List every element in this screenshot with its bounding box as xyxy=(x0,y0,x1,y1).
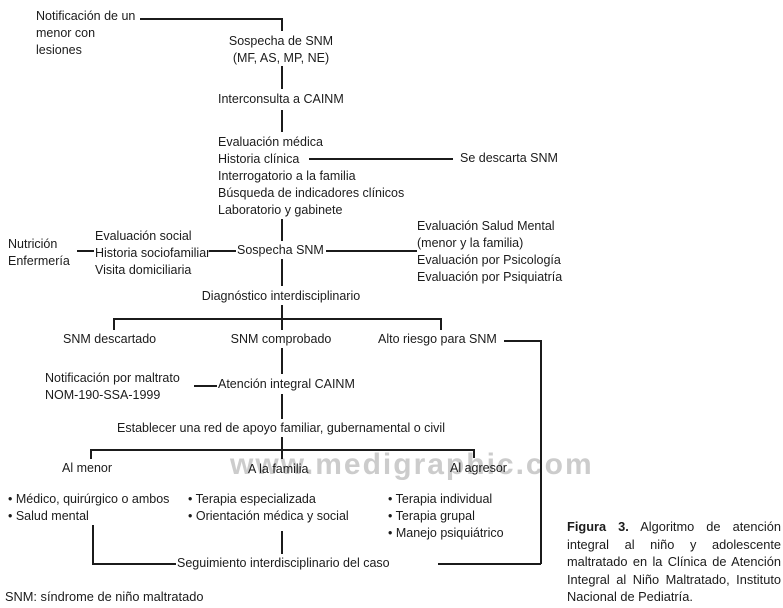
bullet-item: • Orientación médica y social xyxy=(188,509,349,523)
bullet-list-menor: • Médico, quirúrgico o ambos • Salud ment… xyxy=(8,491,169,525)
node-diagnostico-interdisciplinario: Diagnóstico interdisciplinario xyxy=(201,289,361,303)
node-a-la-familia: A la familia xyxy=(248,462,309,476)
connector-line xyxy=(540,340,542,564)
connector-line xyxy=(113,318,115,330)
bullet-item: • Terapia especializada xyxy=(188,492,316,506)
node-text-line: (menor y la familia) xyxy=(417,236,524,250)
node-evaluacion-salud-mental: Evaluación Salud Mental (menor y la famil… xyxy=(417,218,562,286)
connector-line xyxy=(92,525,94,564)
node-text-line: Evaluación médica xyxy=(218,135,323,149)
node-text-line: Evaluación por Psiquiatría xyxy=(417,270,563,284)
figure-caption: Figura 3. Algoritmo de atención integral… xyxy=(567,518,781,606)
node-text-line: Interrogatorio a la familia xyxy=(218,169,356,183)
connector-line xyxy=(92,563,176,565)
node-atencion-integral-cainm: Atención integral CAINM xyxy=(218,377,355,391)
connector-line xyxy=(326,250,417,252)
node-notificacion-menor: Notificación de un menor con lesiones xyxy=(36,8,135,59)
bullet-item: • Médico, quirúrgico o ambos xyxy=(8,492,170,506)
bullet-item: • Manejo psiquiátrico xyxy=(388,526,504,540)
node-interconsulta-cainm: Interconsulta a CAINM xyxy=(218,92,344,106)
connector-line xyxy=(281,259,283,286)
node-text-line: Búsqueda de indicadores clínicos xyxy=(218,186,405,200)
bullet-item: • Salud mental xyxy=(8,509,89,523)
node-text-line: Sospecha de SNM xyxy=(228,34,334,48)
node-sospecha-snm: Sospecha SNM xyxy=(237,243,324,257)
node-text-line: lesiones xyxy=(36,43,82,57)
connector-line xyxy=(281,219,283,241)
node-sospecha-de-snm: Sospecha de SNM (MF, AS, MP, NE) xyxy=(181,33,381,67)
node-text-line: menor con xyxy=(36,26,96,40)
abbreviation-footnote: SNM: síndrome de niño maltratado xyxy=(5,589,204,604)
connector-line xyxy=(90,449,92,459)
node-text-line: Enfermería xyxy=(8,254,70,268)
node-al-agresor: Al agresor xyxy=(450,461,507,475)
connector-line xyxy=(438,563,541,565)
bullet-list-familia: • Terapia especializada • Orientación méd… xyxy=(188,491,349,525)
node-text-line: Notificación por maltrato xyxy=(45,371,180,385)
connector-line xyxy=(281,110,283,132)
bullet-item: • Terapia grupal xyxy=(388,509,475,523)
connector-line xyxy=(140,18,282,20)
node-text-line: Historia clínica xyxy=(218,152,300,166)
node-text-line: Evaluación social xyxy=(95,229,192,243)
connector-line xyxy=(281,394,283,419)
connector-line xyxy=(281,348,283,374)
connector-line xyxy=(309,158,453,160)
connector-line xyxy=(281,449,283,459)
connector-line xyxy=(504,340,541,342)
connector-line xyxy=(440,318,442,330)
node-establecer-red-apoyo: Establecer una red de apoyo familiar, gu… xyxy=(117,421,445,435)
connector-line xyxy=(281,66,283,89)
node-seguimiento-interdisciplinario: Seguimiento interdisciplinario del caso xyxy=(177,556,390,570)
bullet-item: • Terapia individual xyxy=(388,492,493,506)
medigraphic-watermark: www.medigraphic.com xyxy=(230,448,594,481)
node-al-menor: Al menor xyxy=(62,461,113,475)
node-se-descarta-snm: Se descarta SNM xyxy=(460,151,558,165)
node-text-line: Nutrición xyxy=(8,237,58,251)
node-alto-riesgo-snm: Alto riesgo para SNM xyxy=(378,332,497,346)
branch-bar xyxy=(113,318,441,320)
node-text-line: Notificación de un xyxy=(36,9,136,23)
node-text-line: Laboratorio y gabinete xyxy=(218,203,343,217)
connector-line xyxy=(281,531,283,554)
connector-line xyxy=(281,18,283,31)
connector-line xyxy=(77,250,94,252)
figure-caption-label: Figura 3. xyxy=(567,519,629,534)
bullet-list-agresor: • Terapia individual • Terapia grupal • Ma… xyxy=(388,491,504,542)
node-text-line: (MF, AS, MP, NE) xyxy=(232,51,330,65)
connector-line xyxy=(281,305,283,319)
node-text-line: Evaluación Salud Mental xyxy=(417,219,555,233)
node-text-line: Evaluación por Psicología xyxy=(417,253,561,267)
node-text-line: NOM-190-SSA-1999 xyxy=(45,388,161,402)
node-snm-comprobado: SNM comprobado xyxy=(230,332,332,346)
connector-line xyxy=(194,385,217,387)
node-snm-descartado: SNM descartado xyxy=(63,332,157,346)
figure-caption-text: Algoritmo de atención integral al niño y… xyxy=(567,519,781,604)
connector-line xyxy=(281,437,283,450)
connector-line xyxy=(281,318,283,330)
connector-line xyxy=(473,449,475,458)
node-text-line: Visita domiciliaria xyxy=(95,263,192,277)
node-text-line: Historia sociofamiliar xyxy=(95,246,211,260)
connector-line xyxy=(209,250,236,252)
